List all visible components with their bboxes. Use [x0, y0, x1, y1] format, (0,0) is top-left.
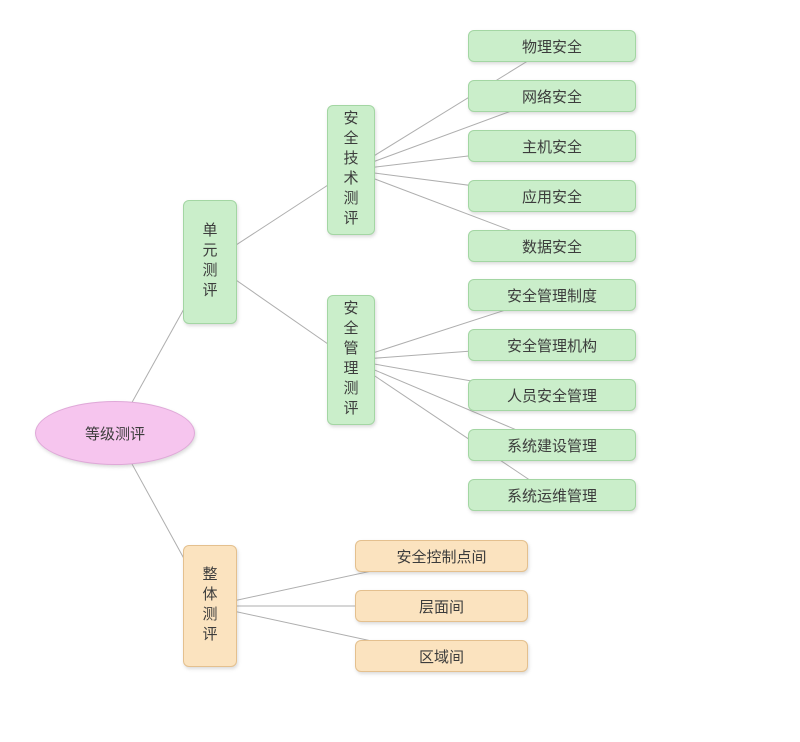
node-system-construction-mgmt: 系统建设管理: [468, 429, 636, 461]
node-root-label: 等级测评: [84, 424, 145, 443]
leaf-label: 应用安全: [521, 187, 582, 206]
leaf-label: 网络安全: [521, 87, 582, 106]
leaf-label: 安全管理制度: [506, 286, 597, 305]
leaf-label: 层面间: [418, 597, 464, 616]
node-security-control-points: 安全控制点间: [355, 540, 528, 572]
leaf-label: 人员安全管理: [506, 386, 597, 405]
node-security-mgmt-organization: 安全管理机构: [468, 329, 636, 361]
leaf-label: 安全控制点间: [396, 547, 487, 566]
node-network-security: 网络安全: [468, 80, 636, 112]
leaf-label: 区域间: [418, 647, 464, 666]
leaf-label: 数据安全: [521, 237, 582, 256]
leaf-label: 物理安全: [521, 37, 582, 56]
node-unit-evaluation: 单元测评: [183, 200, 237, 324]
leaf-label: 系统运维管理: [506, 486, 597, 505]
node-security-tech-evaluation: 安全技术测评: [327, 105, 375, 235]
node-between-layers: 层面间: [355, 590, 528, 622]
leaf-label: 系统建设管理: [506, 436, 597, 455]
node-overall-label: 整体测评: [200, 566, 219, 646]
node-physical-security: 物理安全: [468, 30, 636, 62]
node-between-regions: 区域间: [355, 640, 528, 672]
node-mgmt-label: 安全管理测评: [341, 300, 360, 420]
node-security-mgmt-evaluation: 安全管理测评: [327, 295, 375, 425]
node-personnel-security-mgmt: 人员安全管理: [468, 379, 636, 411]
node-unit-label: 单元测评: [200, 222, 219, 302]
node-security-mgmt-system: 安全管理制度: [468, 279, 636, 311]
node-data-security: 数据安全: [468, 230, 636, 262]
node-tech-label: 安全技术测评: [341, 110, 360, 230]
leaf-label: 主机安全: [521, 137, 582, 156]
node-host-security: 主机安全: [468, 130, 636, 162]
node-root-grade-evaluation: 等级测评: [35, 401, 195, 465]
node-application-security: 应用安全: [468, 180, 636, 212]
leaf-label: 安全管理机构: [506, 336, 597, 355]
node-system-operation-mgmt: 系统运维管理: [468, 479, 636, 511]
node-overall-evaluation: 整体测评: [183, 545, 237, 667]
